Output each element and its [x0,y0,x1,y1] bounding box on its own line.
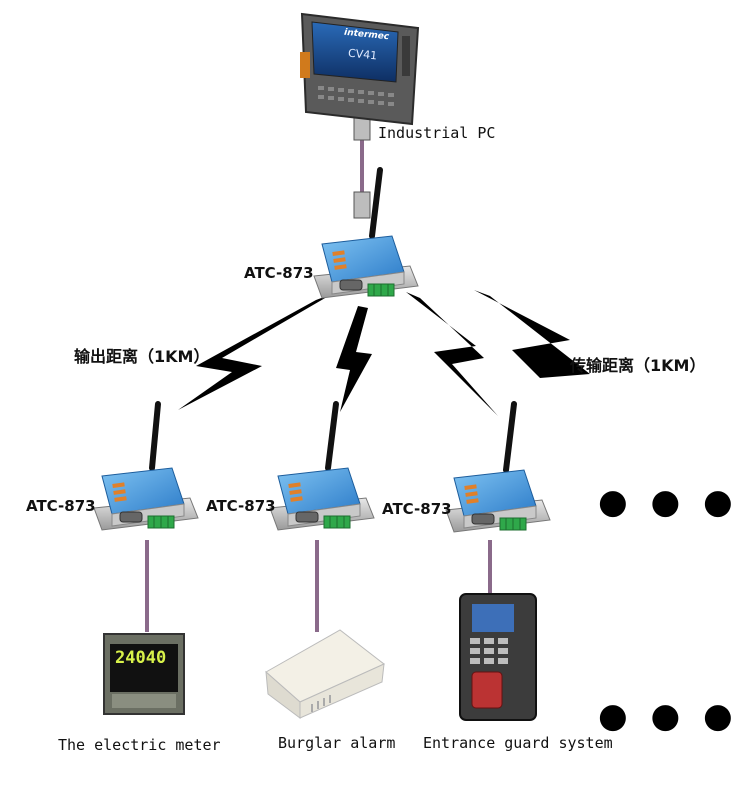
master-converter-device [313,167,419,299]
output-distance-label: 输出距离（1KM） [74,347,210,366]
slave-converter-3-device [445,401,551,533]
electric-meter-device [103,633,185,715]
master-converter-label: ATC-873 [244,264,314,282]
cable-pc-master [353,110,371,219]
access-terminal-device [459,593,537,721]
wireless-link-4 [474,290,590,428]
industrial-pc-device [300,12,420,126]
wireless-link-2 [336,306,372,412]
wireless-link-3 [406,292,498,416]
more-devices-indicator-bottom: ● ● ● [598,696,739,736]
transmission-distance-label: 传输距离（1KM） [570,356,706,375]
industrial-pc-label: Industrial PC [378,124,496,142]
meter-display-value: 24040 [115,648,167,668]
slave-converter-1-label: ATC-873 [26,497,96,515]
burglar-alarm-device [265,629,385,719]
more-devices-indicator-top: ● ● ● [598,482,739,522]
slave-converter-3-label: ATC-873 [382,500,452,518]
slave-converter-1-device [93,401,199,531]
electric-meter-label: The electric meter [58,736,221,754]
slave-converter-2-device [269,401,375,531]
entrance-guard-label: Entrance guard system [423,734,613,752]
slave-converter-2-label: ATC-873 [206,497,276,515]
burglar-alarm-label: Burglar alarm [278,734,396,752]
